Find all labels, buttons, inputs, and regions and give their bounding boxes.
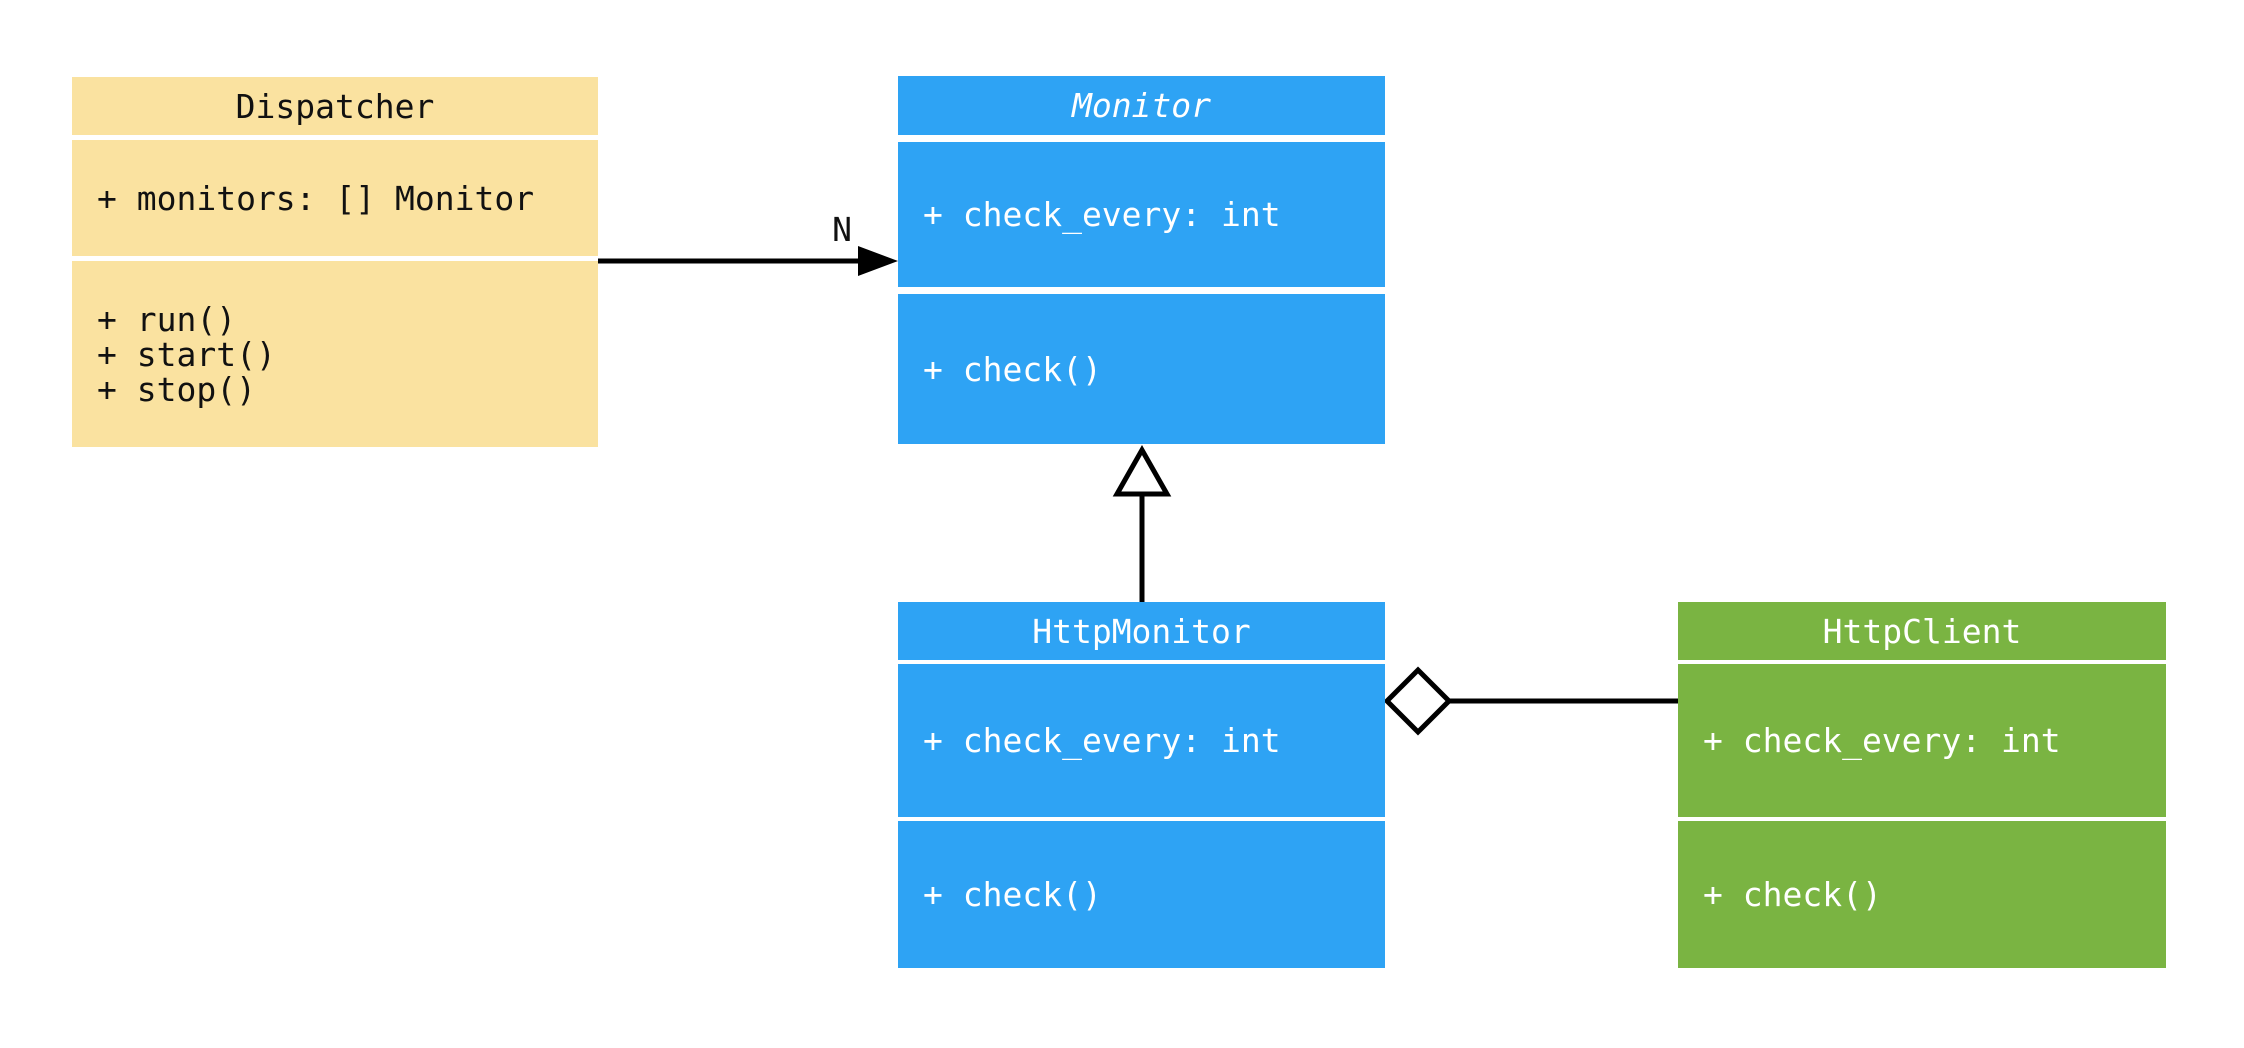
association-arrowhead-icon	[858, 246, 898, 276]
class-title-httpmonitor: HttpMonitor	[898, 602, 1385, 660]
method: + check()	[923, 875, 1102, 914]
association-multiplicity-label: N	[832, 210, 852, 249]
method: + check()	[1703, 875, 1882, 914]
method: + start()	[97, 334, 276, 374]
class-methods-httpclient: + check()	[1678, 821, 2166, 968]
attribute: + check_every: int	[1703, 721, 2061, 760]
attribute: + check_every: int	[923, 721, 1281, 760]
attribute: + check_every: int	[923, 195, 1281, 234]
class-box-httpclient: HttpClient + check_every: int + check()	[1678, 602, 2166, 968]
class-box-httpmonitor: HttpMonitor + check_every: int + check()	[898, 602, 1385, 968]
class-methods-httpmonitor: + check()	[898, 821, 1385, 968]
class-title-httpclient: HttpClient	[1678, 602, 2166, 660]
class-title-dispatcher: Dispatcher	[72, 77, 598, 135]
method: + stop()	[97, 369, 256, 409]
class-attributes-httpclient: + check_every: int	[1678, 664, 2166, 817]
class-box-monitor: Monitor + check_every: int + check()	[898, 76, 1385, 444]
class-box-dispatcher: Dispatcher + monitors: [] Monitor + run(…	[72, 77, 598, 447]
class-methods-monitor: + check()	[898, 294, 1385, 444]
method: + run()	[97, 299, 237, 339]
method: + check()	[923, 349, 1102, 389]
class-attributes-dispatcher: + monitors: [] Monitor	[72, 140, 598, 256]
aggregation-diamond-icon	[1383, 666, 1453, 736]
attribute: + monitors: [] Monitor	[97, 178, 535, 218]
generalization-triangle-icon	[1112, 444, 1172, 497]
class-attributes-monitor: + check_every: int	[898, 142, 1385, 287]
class-methods-dispatcher: + run() + start() + stop()	[72, 261, 598, 447]
class-attributes-httpmonitor: + check_every: int	[898, 664, 1385, 817]
class-title-monitor: Monitor	[898, 76, 1385, 135]
